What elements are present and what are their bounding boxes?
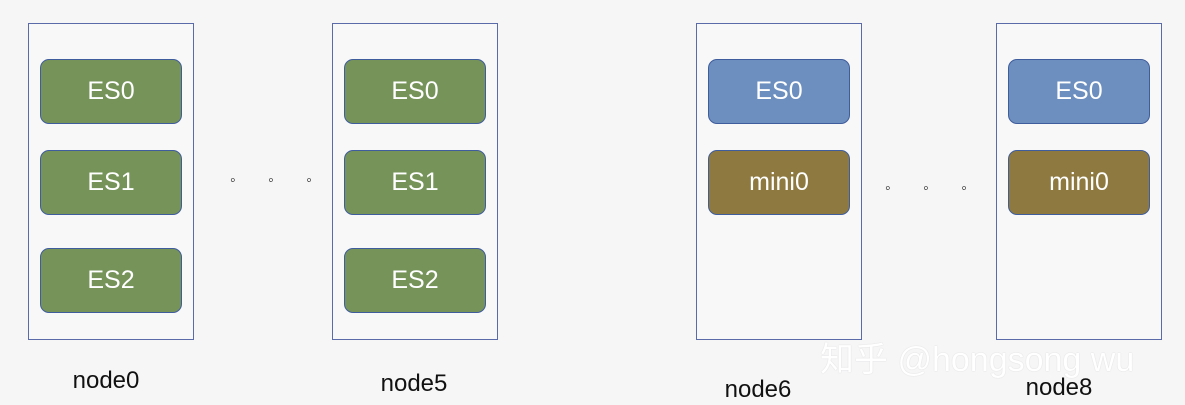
node0-label: node0 [72,367,140,394]
node8-mini0-block: mini0 [1008,150,1150,215]
watermark: 知乎 @hongsong wu [820,341,1135,379]
ellipsis-right: ◦ ◦ ◦ [885,180,981,197]
node0-es2-block: ES2 [40,248,182,313]
node6-box: ES0 mini0 [696,23,862,340]
node0-es1-block: ES1 [40,150,182,215]
node5-es1-block: ES1 [344,150,486,215]
node5-es0-block: ES0 [344,59,486,124]
node0-box: ES0 ES1 ES2 [28,23,194,340]
node6-mini0-block: mini0 [708,150,850,215]
node5-label: node5 [380,370,448,397]
node8-box: ES0 mini0 [996,23,1162,340]
ellipsis-left: ◦ ◦ ◦ [230,172,326,189]
node8-es0-block: ES0 [1008,59,1150,124]
node5-box: ES0 ES1 ES2 [332,23,498,340]
node5-es2-block: ES2 [344,248,486,313]
node6-es0-block: ES0 [708,59,850,124]
node6-label: node6 [724,376,792,403]
node8-label: node8 [1025,374,1093,401]
node0-es0-block: ES0 [40,59,182,124]
